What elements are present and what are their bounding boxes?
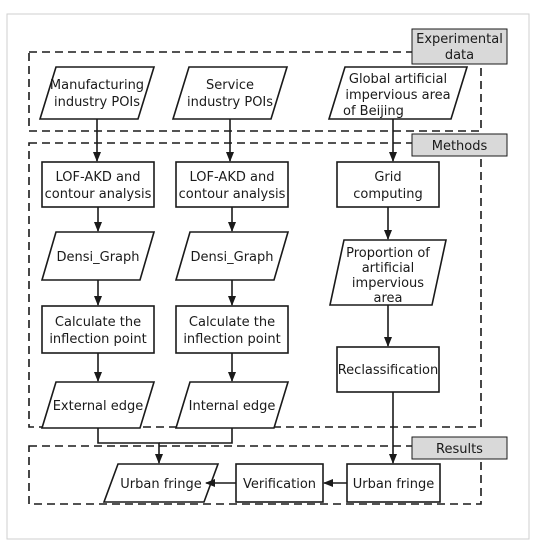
proportion-node: Proportion of artificial impervious area bbox=[329, 239, 447, 306]
verification-label: Verification bbox=[243, 477, 316, 492]
grid-computing-line-2: computing bbox=[353, 187, 422, 202]
manufacturing-pois-line-2: industry POIs bbox=[54, 95, 140, 110]
arrow-external-to-result bbox=[97, 428, 163, 464]
lof-akd-2-line-1: LOF-AKD and bbox=[190, 170, 275, 185]
results-tag: Results bbox=[411, 436, 508, 460]
internal-edge-node: Internal edge bbox=[174, 381, 290, 429]
grid-computing-node: Grid computing bbox=[336, 161, 440, 208]
densi-graph-2-label: Densi_Graph bbox=[190, 250, 273, 265]
lof-akd-node-2: LOF-AKD and contour analysis bbox=[175, 161, 289, 208]
line-internal-to-result bbox=[159, 428, 233, 444]
inflection-2-line-1: Calculate the bbox=[189, 315, 275, 330]
urban-fringe-result-label: Urban fringe bbox=[120, 477, 201, 492]
urban-fringe-node: Urban fringe bbox=[346, 463, 441, 503]
methods-tag-label: Methods bbox=[432, 139, 488, 154]
results-section bbox=[28, 445, 482, 505]
impervious-area-line-2: impervious area bbox=[345, 88, 450, 103]
external-edge-label: External edge bbox=[53, 399, 144, 414]
service-pois-line-1: Service bbox=[206, 78, 254, 93]
impervious-area-node: Global artificial impervious area of Bei… bbox=[327, 66, 469, 120]
lof-akd-1-line-2: contour analysis bbox=[45, 187, 152, 202]
experimental-data-section bbox=[28, 51, 482, 132]
connectors bbox=[93, 119, 397, 487]
internal-edge-label: Internal edge bbox=[189, 399, 276, 414]
inflection-1-line-1: Calculate the bbox=[55, 315, 141, 330]
results-tag-label: Results bbox=[436, 442, 483, 457]
experimental-data-tag-line-1: Experimental bbox=[416, 32, 503, 47]
inflection-node-2: Calculate the inflection point bbox=[175, 305, 289, 354]
impervious-area-line-3: of Beijing bbox=[343, 104, 404, 119]
manufacturing-pois-line-1: Manufacturing bbox=[50, 78, 144, 93]
lof-akd-node-1: LOF-AKD and contour analysis bbox=[41, 161, 155, 208]
densi-graph-node-2: Densi_Graph bbox=[174, 231, 290, 281]
service-pois-line-2: industry POIs bbox=[187, 95, 273, 110]
lof-akd-2-line-2: contour analysis bbox=[179, 187, 286, 202]
service-pois-node: Service industry POIs bbox=[171, 66, 289, 120]
proportion-line-2: artificial bbox=[362, 261, 415, 276]
urban-fringe-label: Urban fringe bbox=[353, 477, 434, 492]
impervious-area-line-1: Global artificial bbox=[349, 72, 447, 87]
experimental-data-tag-line-2: data bbox=[445, 48, 474, 63]
manufacturing-pois-node: Manufacturing industry POIs bbox=[38, 66, 156, 120]
urban-fringe-result-node: Urban fringe bbox=[102, 463, 220, 503]
proportion-line-3: impervious bbox=[352, 276, 424, 291]
proportion-line-1: Proportion of bbox=[346, 246, 430, 261]
reclassification-label: Reclassification bbox=[338, 363, 439, 378]
inflection-node-1: Calculate the inflection point bbox=[41, 305, 155, 354]
outer-frame bbox=[6, 13, 530, 540]
verification-node: Verification bbox=[235, 463, 324, 503]
densi-graph-1-label: Densi_Graph bbox=[56, 250, 139, 265]
experimental-data-tag: Experimental data bbox=[411, 28, 508, 65]
inflection-2-line-2: inflection point bbox=[183, 332, 280, 347]
reclassification-node: Reclassification bbox=[336, 346, 440, 393]
densi-graph-node-1: Densi_Graph bbox=[40, 231, 156, 281]
lof-akd-1-line-1: LOF-AKD and bbox=[56, 170, 141, 185]
proportion-line-4: area bbox=[374, 291, 403, 306]
methods-tag: Methods bbox=[411, 133, 508, 157]
external-edge-node: External edge bbox=[40, 381, 156, 429]
inflection-1-line-2: inflection point bbox=[49, 332, 146, 347]
grid-computing-line-1: Grid bbox=[374, 170, 401, 185]
